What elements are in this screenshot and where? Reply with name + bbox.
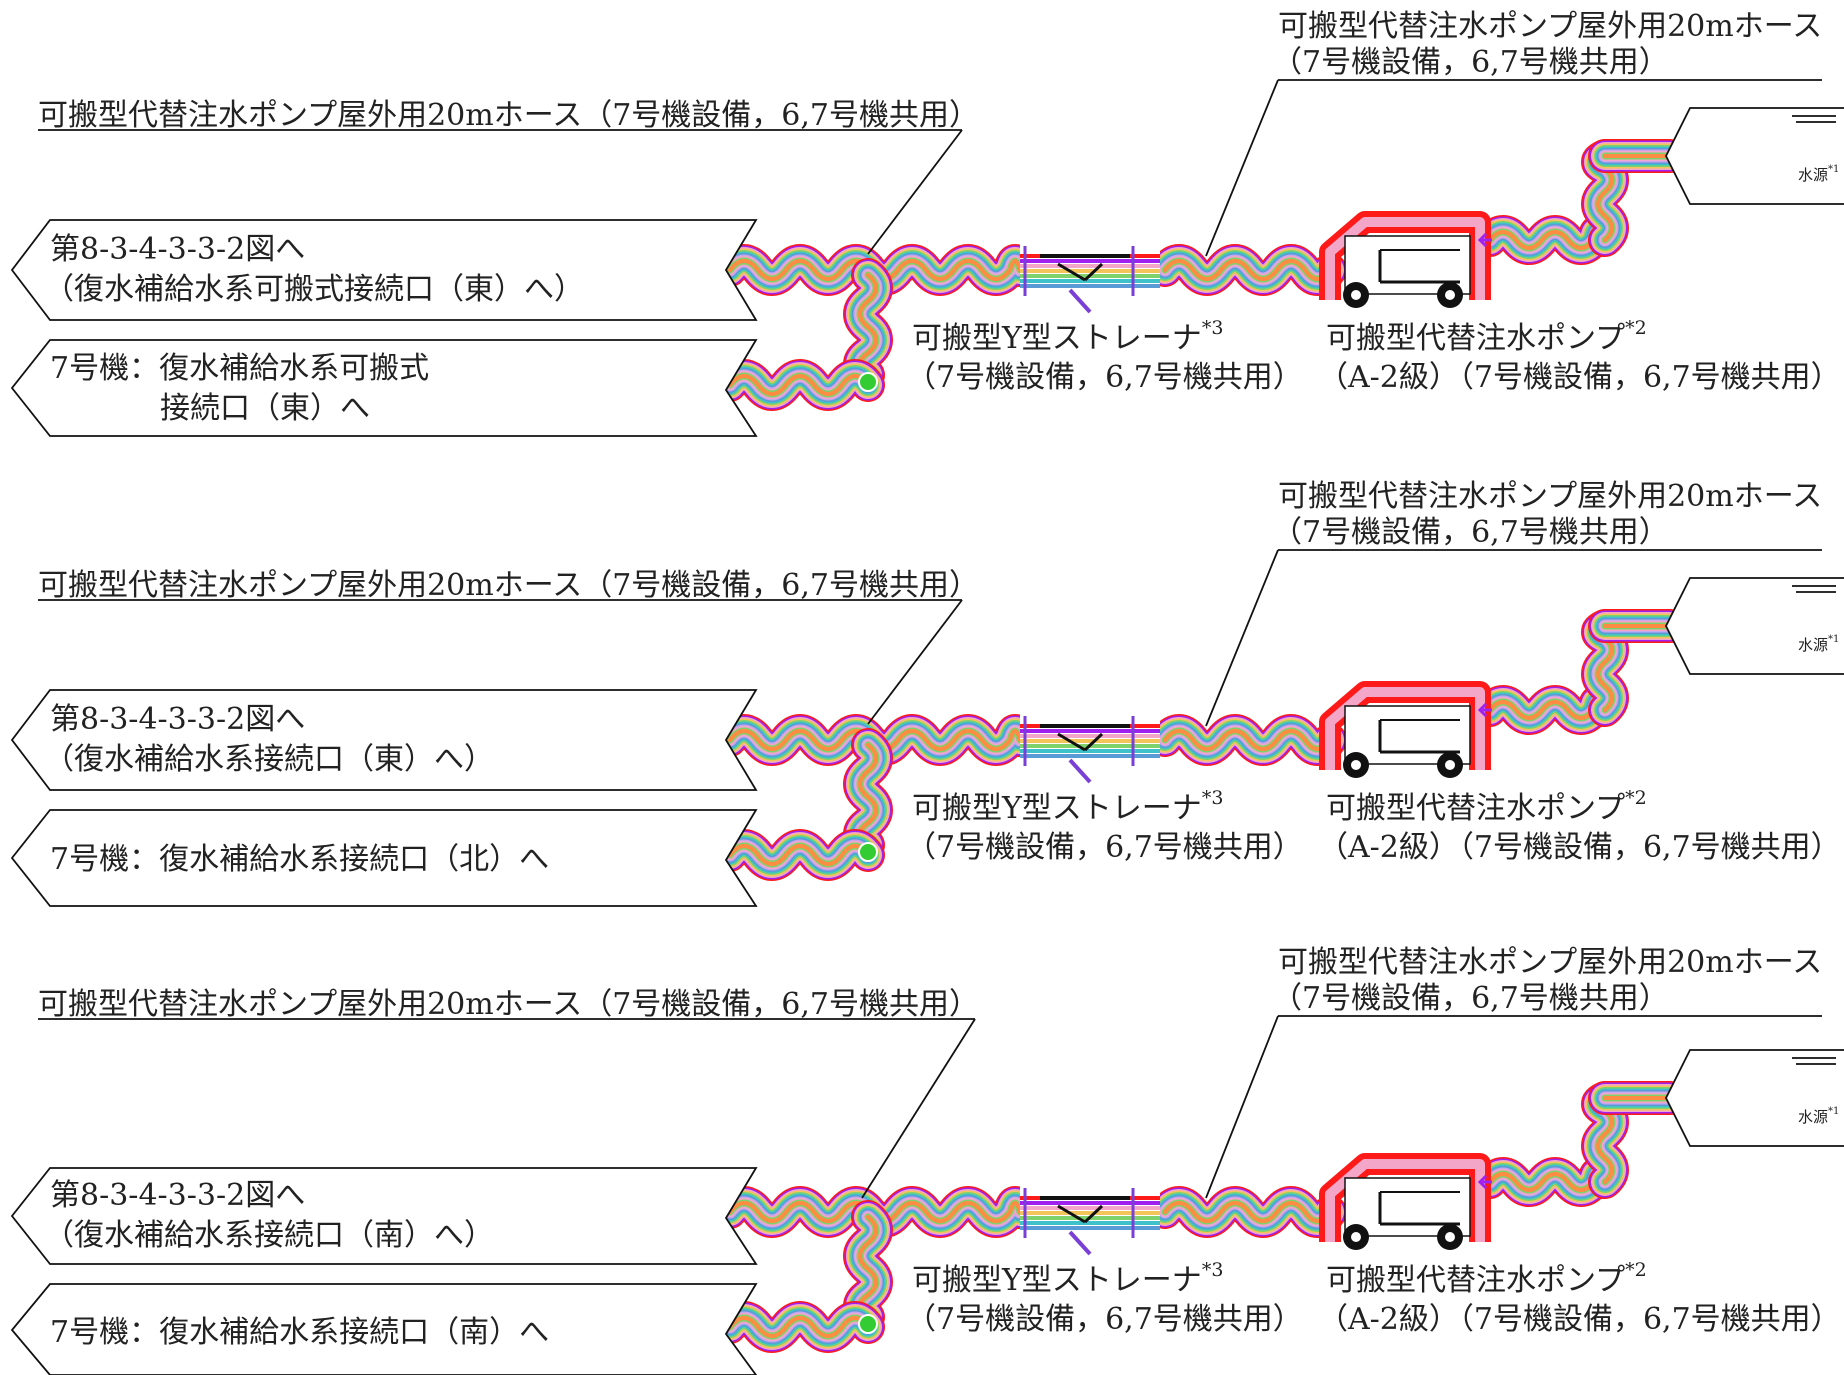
pump-label-line1: 可搬型代替注水ポンプ*2 (1326, 787, 1647, 826)
y-strainer-icon (1020, 244, 1160, 314)
water-source-label: 水源*1 (1798, 1106, 1839, 1126)
pump-label-line2: （A-2級）（7号機設備，6,7号機共用） (1318, 360, 1841, 395)
hose-label-right-line2: （7号機設備，6,7号機共用） (1272, 981, 1669, 1016)
water-source-label: 水源*1 (1798, 164, 1839, 184)
hose-label-right-line1: 可搬型代替注水ポンプ屋外用20mホース (1278, 479, 1822, 514)
hose-label-left: 可搬型代替注水ポンプ屋外用20mホース（7号機設備，6,7号機共用） (38, 98, 979, 133)
destination-arrow-2-line1: 7号機：復水補給水系接続口（南）へ (50, 1315, 549, 1350)
hose-label-left: 可搬型代替注水ポンプ屋外用20mホース（7号機設備，6,7号機共用） (38, 987, 979, 1022)
y-strainer-icon (1020, 714, 1160, 784)
pump-truck-icon (1319, 1153, 1492, 1250)
hose-label-left-leader (867, 129, 963, 255)
destination-arrow-2 (10, 339, 758, 437)
destination-arrow-1-line2: （復水補給水系接続口（南）へ） (44, 1218, 494, 1253)
hose-assembly (713, 609, 1687, 881)
hose-label-right-line1: 可搬型代替注水ポンプ屋外用20mホース (1278, 945, 1822, 980)
hose-label-left-leader (861, 1018, 976, 1199)
hose-label-right-leader (1205, 1015, 1279, 1199)
panel-1: 可搬型代替注水ポンプ屋外用20mホース（7号機設備，6,7号機共用） 可搬型代替… (10, 9, 1844, 437)
destination-arrow-1 (10, 1167, 758, 1265)
destination-arrow-2 (10, 809, 758, 907)
hose-label-right-line2: （7号機設備，6,7号機共用） (1272, 45, 1669, 80)
destination-arrow-1-line1: 第8-3-4-3-3-2図へ (50, 232, 305, 267)
hose-label-right-line2: （7号機設備，6,7号機共用） (1272, 515, 1669, 550)
strainer-label-line2: （7号機設備，6,7号機共用） (906, 360, 1303, 395)
pump-label-line2: （A-2級）（7号機設備，6,7号機共用） (1318, 1302, 1841, 1337)
strainer-label-line1: 可搬型Y型ストレーナ*3 (912, 317, 1223, 356)
destination-arrow-1-line2: （復水補給水系可搬式接続口（東）へ） (44, 272, 584, 307)
hose-assembly (713, 1081, 1687, 1353)
destination-arrow-1 (10, 219, 758, 321)
strainer-label-line2: （7号機設備，6,7号機共用） (906, 830, 1303, 865)
strainer-label-line2: （7号機設備，6,7号機共用） (906, 1302, 1303, 1337)
panel-2: 可搬型代替注水ポンプ屋外用20mホース（7号機設備，6,7号機共用） 可搬型代替… (10, 479, 1844, 907)
water-source-label: 水源*1 (1798, 634, 1839, 654)
destination-arrow-2-line1: 7号機：復水補給水系接続口（北）へ (50, 842, 549, 877)
hose-label-left-leader (867, 599, 963, 725)
y-strainer-icon (1020, 1186, 1160, 1256)
hose-label-right-leader (1205, 79, 1279, 257)
panel-3: 可搬型代替注水ポンプ屋外用20mホース（7号機設備，6,7号機共用） 可搬型代替… (10, 945, 1844, 1375)
pump-label-line1: 可搬型代替注水ポンプ*2 (1326, 1259, 1647, 1298)
pump-truck-icon (1319, 211, 1492, 308)
strainer-label-line1: 可搬型Y型ストレーナ*3 (912, 787, 1223, 826)
hose-label-right-line1: 可搬型代替注水ポンプ屋外用20mホース (1278, 9, 1822, 44)
destination-arrow-2-line1: 7号機：復水補給水系可搬式 (50, 351, 429, 386)
pump-label-line2: （A-2級）（7号機設備，6,7号機共用） (1318, 830, 1841, 865)
water-tank-icon: 水源*1 (1664, 1049, 1844, 1147)
strainer-label-line1: 可搬型Y型ストレーナ*3 (912, 1259, 1223, 1298)
pump-truck-icon (1319, 681, 1492, 778)
hose-label-right-leader (1205, 549, 1279, 727)
destination-arrow-1-line1: 第8-3-4-3-3-2図へ (50, 702, 305, 737)
water-tank-icon: 水源*1 (1664, 107, 1844, 205)
destination-arrow-2 (10, 1283, 758, 1375)
destination-arrow-1 (10, 689, 758, 791)
hose-label-left: 可搬型代替注水ポンプ屋外用20mホース（7号機設備，6,7号機共用） (38, 568, 979, 603)
pump-label-line1: 可搬型代替注水ポンプ*2 (1326, 317, 1647, 356)
destination-arrow-2-line2: 接続口（東）へ (160, 391, 370, 426)
destination-arrow-1-line2: （復水補給水系接続口（東）へ） (44, 742, 494, 777)
hose-assembly (713, 139, 1687, 411)
water-tank-icon: 水源*1 (1664, 577, 1844, 675)
destination-arrow-1-line1: 第8-3-4-3-3-2図へ (50, 1178, 305, 1213)
